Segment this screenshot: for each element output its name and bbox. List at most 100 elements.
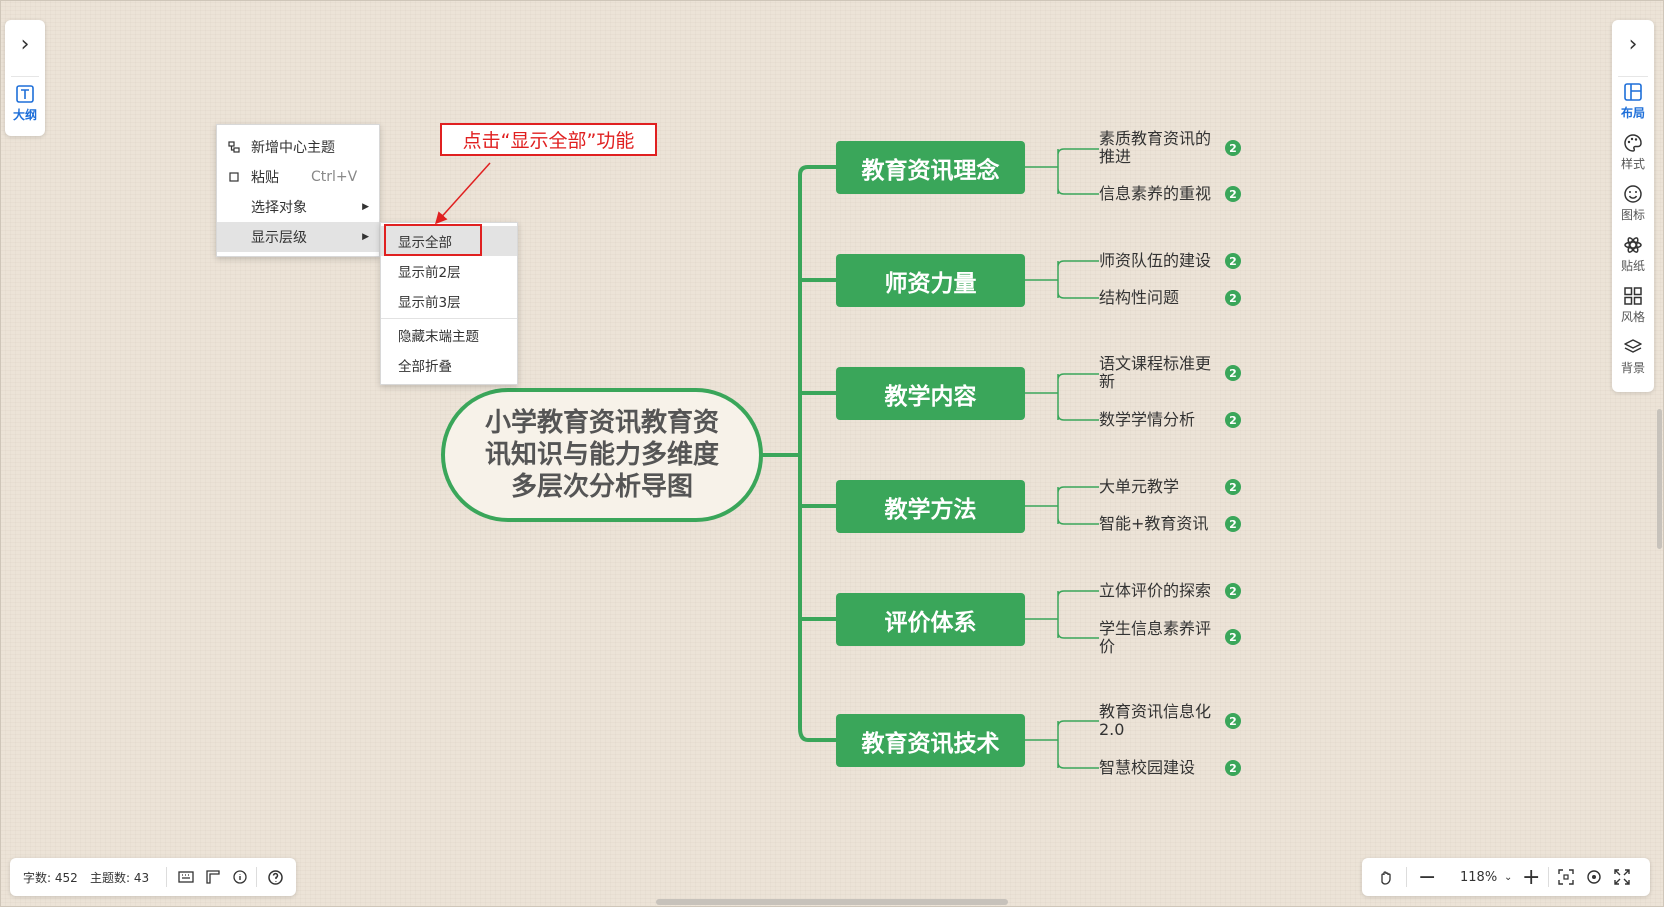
submenu-item-label: 隐藏末端主题 [398,329,479,345]
expand-left-chevron-icon[interactable]: › [20,31,30,57]
outline-label: 大纲 [12,108,37,122]
collapse-count-badge[interactable]: 2 [1225,629,1241,645]
collapse-count-badge[interactable]: 2 [1225,516,1241,532]
leaf-topic[interactable]: 语文课程标准更新 [1099,354,1212,391]
divider [166,867,167,887]
right-panel: › 布局 样式 图标 贴纸 风格 背景 [1612,20,1654,392]
leaf-topic[interactable]: 信息素养的重视 [1099,184,1212,203]
horizontal-scrollbar[interactable] [656,899,1008,905]
tool-sticker[interactable]: 贴纸 [1612,235,1654,274]
collapse-count-badge[interactable]: 2 [1225,713,1241,729]
branch-topic[interactable]: 评价体系 [836,593,1025,646]
branch-topic[interactable]: 教学方法 [836,480,1025,533]
paste-icon [228,171,240,183]
tool-label: 图标 [1620,208,1645,222]
tool-layout[interactable]: 布局 [1612,82,1654,121]
context-menu: 新增中心主题 粘贴 Ctrl+V 选择对象 ▶ 显示层级 ▶ [216,124,380,257]
display-level-submenu: 显示全部 显示前2层 显示前3层 隐藏末端主题 全部折叠 [380,222,518,385]
leaf-topic[interactable]: 师资队伍的建设 [1099,251,1212,270]
leaf-topic[interactable]: 智慧校园建设 [1099,758,1196,777]
collapse-count-badge[interactable]: 2 [1225,186,1241,202]
submenu-item-show-2-levels[interactable]: 显示前2层 [381,256,517,286]
chevron-down-icon[interactable]: ⌄ [1504,871,1513,883]
outline-icon [16,85,34,103]
submenu-item-label: 显示前3层 [398,295,461,311]
divider [11,76,39,77]
outline-tool[interactable]: 大纲 [5,84,45,123]
submenu-item-hide-leaf-topics[interactable]: 隐藏末端主题 [381,320,517,350]
smiley-icon [1624,185,1642,203]
tool-style[interactable]: 样式 [1612,133,1654,172]
divider [1406,867,1407,887]
hand-pan-icon[interactable] [1378,858,1394,896]
submenu-item-show-3-levels[interactable]: 显示前3层 [381,286,517,316]
tool-label: 贴纸 [1620,259,1645,273]
tool-icon[interactable]: 图标 [1612,184,1654,223]
leaf-topic[interactable]: 结构性问题 [1099,288,1180,307]
submenu-item-collapse-all[interactable]: 全部折叠 [381,350,517,380]
leaf-topic[interactable]: 教育资讯信息化2.0 [1099,702,1212,739]
leaf-topic[interactable]: 学生信息素养评价 [1099,619,1212,656]
zoom-bar: − 118% ⌄ + [1362,858,1650,896]
divider [1548,867,1549,887]
submenu-arrow-icon: ▶ [362,202,369,212]
collapse-count-badge[interactable]: 2 [1225,290,1241,306]
central-topic[interactable]: 小学教育资讯教育资讯知识与能力多维度多层次分析导图 [441,388,763,522]
collapse-count-badge[interactable]: 2 [1225,479,1241,495]
submenu-item-label: 显示前2层 [398,265,461,281]
menu-divider [381,318,517,319]
zoom-level-select[interactable]: 118% [1460,869,1498,885]
style-grid-icon [1624,287,1642,305]
collapse-count-badge[interactable]: 2 [1225,583,1241,599]
sticker-icon [1624,237,1642,253]
word-count: 字数: 452 [23,870,78,885]
divider [1618,76,1648,77]
collapse-count-badge[interactable]: 2 [1225,365,1241,381]
leaf-topic[interactable]: 大单元教学 [1099,477,1180,496]
layout-icon [1624,83,1642,101]
collapse-count-badge[interactable]: 2 [1225,412,1241,428]
tool-theme[interactable]: 风格 [1612,286,1654,325]
branch-topic[interactable]: 教育资讯理念 [836,141,1025,194]
zoom-out-button[interactable]: − [1418,864,1437,890]
submenu-arrow-icon: ▶ [362,232,369,242]
submenu-item-show-all[interactable]: 显示全部 [381,226,517,256]
leaf-topic[interactable]: 数学学情分析 [1099,410,1196,429]
leaf-topic[interactable]: 立体评价的探索 [1099,581,1212,600]
expand-right-chevron-icon[interactable]: › [1628,31,1638,57]
menu-item-select-objects[interactable]: 选择对象 ▶ [217,192,379,222]
help-icon[interactable] [268,858,283,896]
tool-label: 布局 [1620,106,1645,120]
menu-item-label: 选择对象 [251,200,307,216]
left-panel: › 大纲 [5,20,45,136]
zoom-in-button[interactable]: + [1522,864,1541,890]
collapse-count-badge[interactable]: 2 [1225,140,1241,156]
collapse-count-badge[interactable]: 2 [1225,253,1241,269]
layers-icon [1624,339,1642,353]
keyboard-icon[interactable] [178,858,194,896]
branch-topic[interactable]: 教育资讯技术 [836,714,1025,767]
fit-screen-icon[interactable] [1558,858,1574,896]
central-connectors [761,165,838,742]
submenu-item-label: 显示全部 [398,235,452,251]
menu-item-shortcut: Ctrl+V [311,169,358,185]
tool-background[interactable]: 背景 [1612,337,1654,376]
menu-item-display-level[interactable]: 显示层级 ▶ [217,222,379,252]
collapse-count-badge[interactable]: 2 [1225,760,1241,776]
info-icon[interactable] [233,858,247,896]
leaf-topic[interactable]: 智能+教育资讯 [1099,514,1209,533]
leaf-connectors [1025,148,1099,769]
fullscreen-icon[interactable] [1614,858,1630,896]
menu-item-label: 粘贴 [251,170,279,186]
highlight-box [384,224,482,256]
branch-topic[interactable]: 教学内容 [836,367,1025,420]
leaf-topic[interactable]: 素质教育资讯的推进 [1099,129,1212,166]
menu-item-add-central-topic[interactable]: 新增中心主题 [217,132,379,162]
vertical-scrollbar[interactable] [1657,409,1662,549]
menu-item-paste[interactable]: 粘贴 Ctrl+V [217,162,379,192]
tool-label: 风格 [1620,310,1645,324]
menu-item-label: 显示层级 [251,230,307,246]
branch-topic[interactable]: 师资力量 [836,254,1025,307]
minimap-icon[interactable] [206,858,220,896]
center-target-icon[interactable] [1586,858,1602,896]
